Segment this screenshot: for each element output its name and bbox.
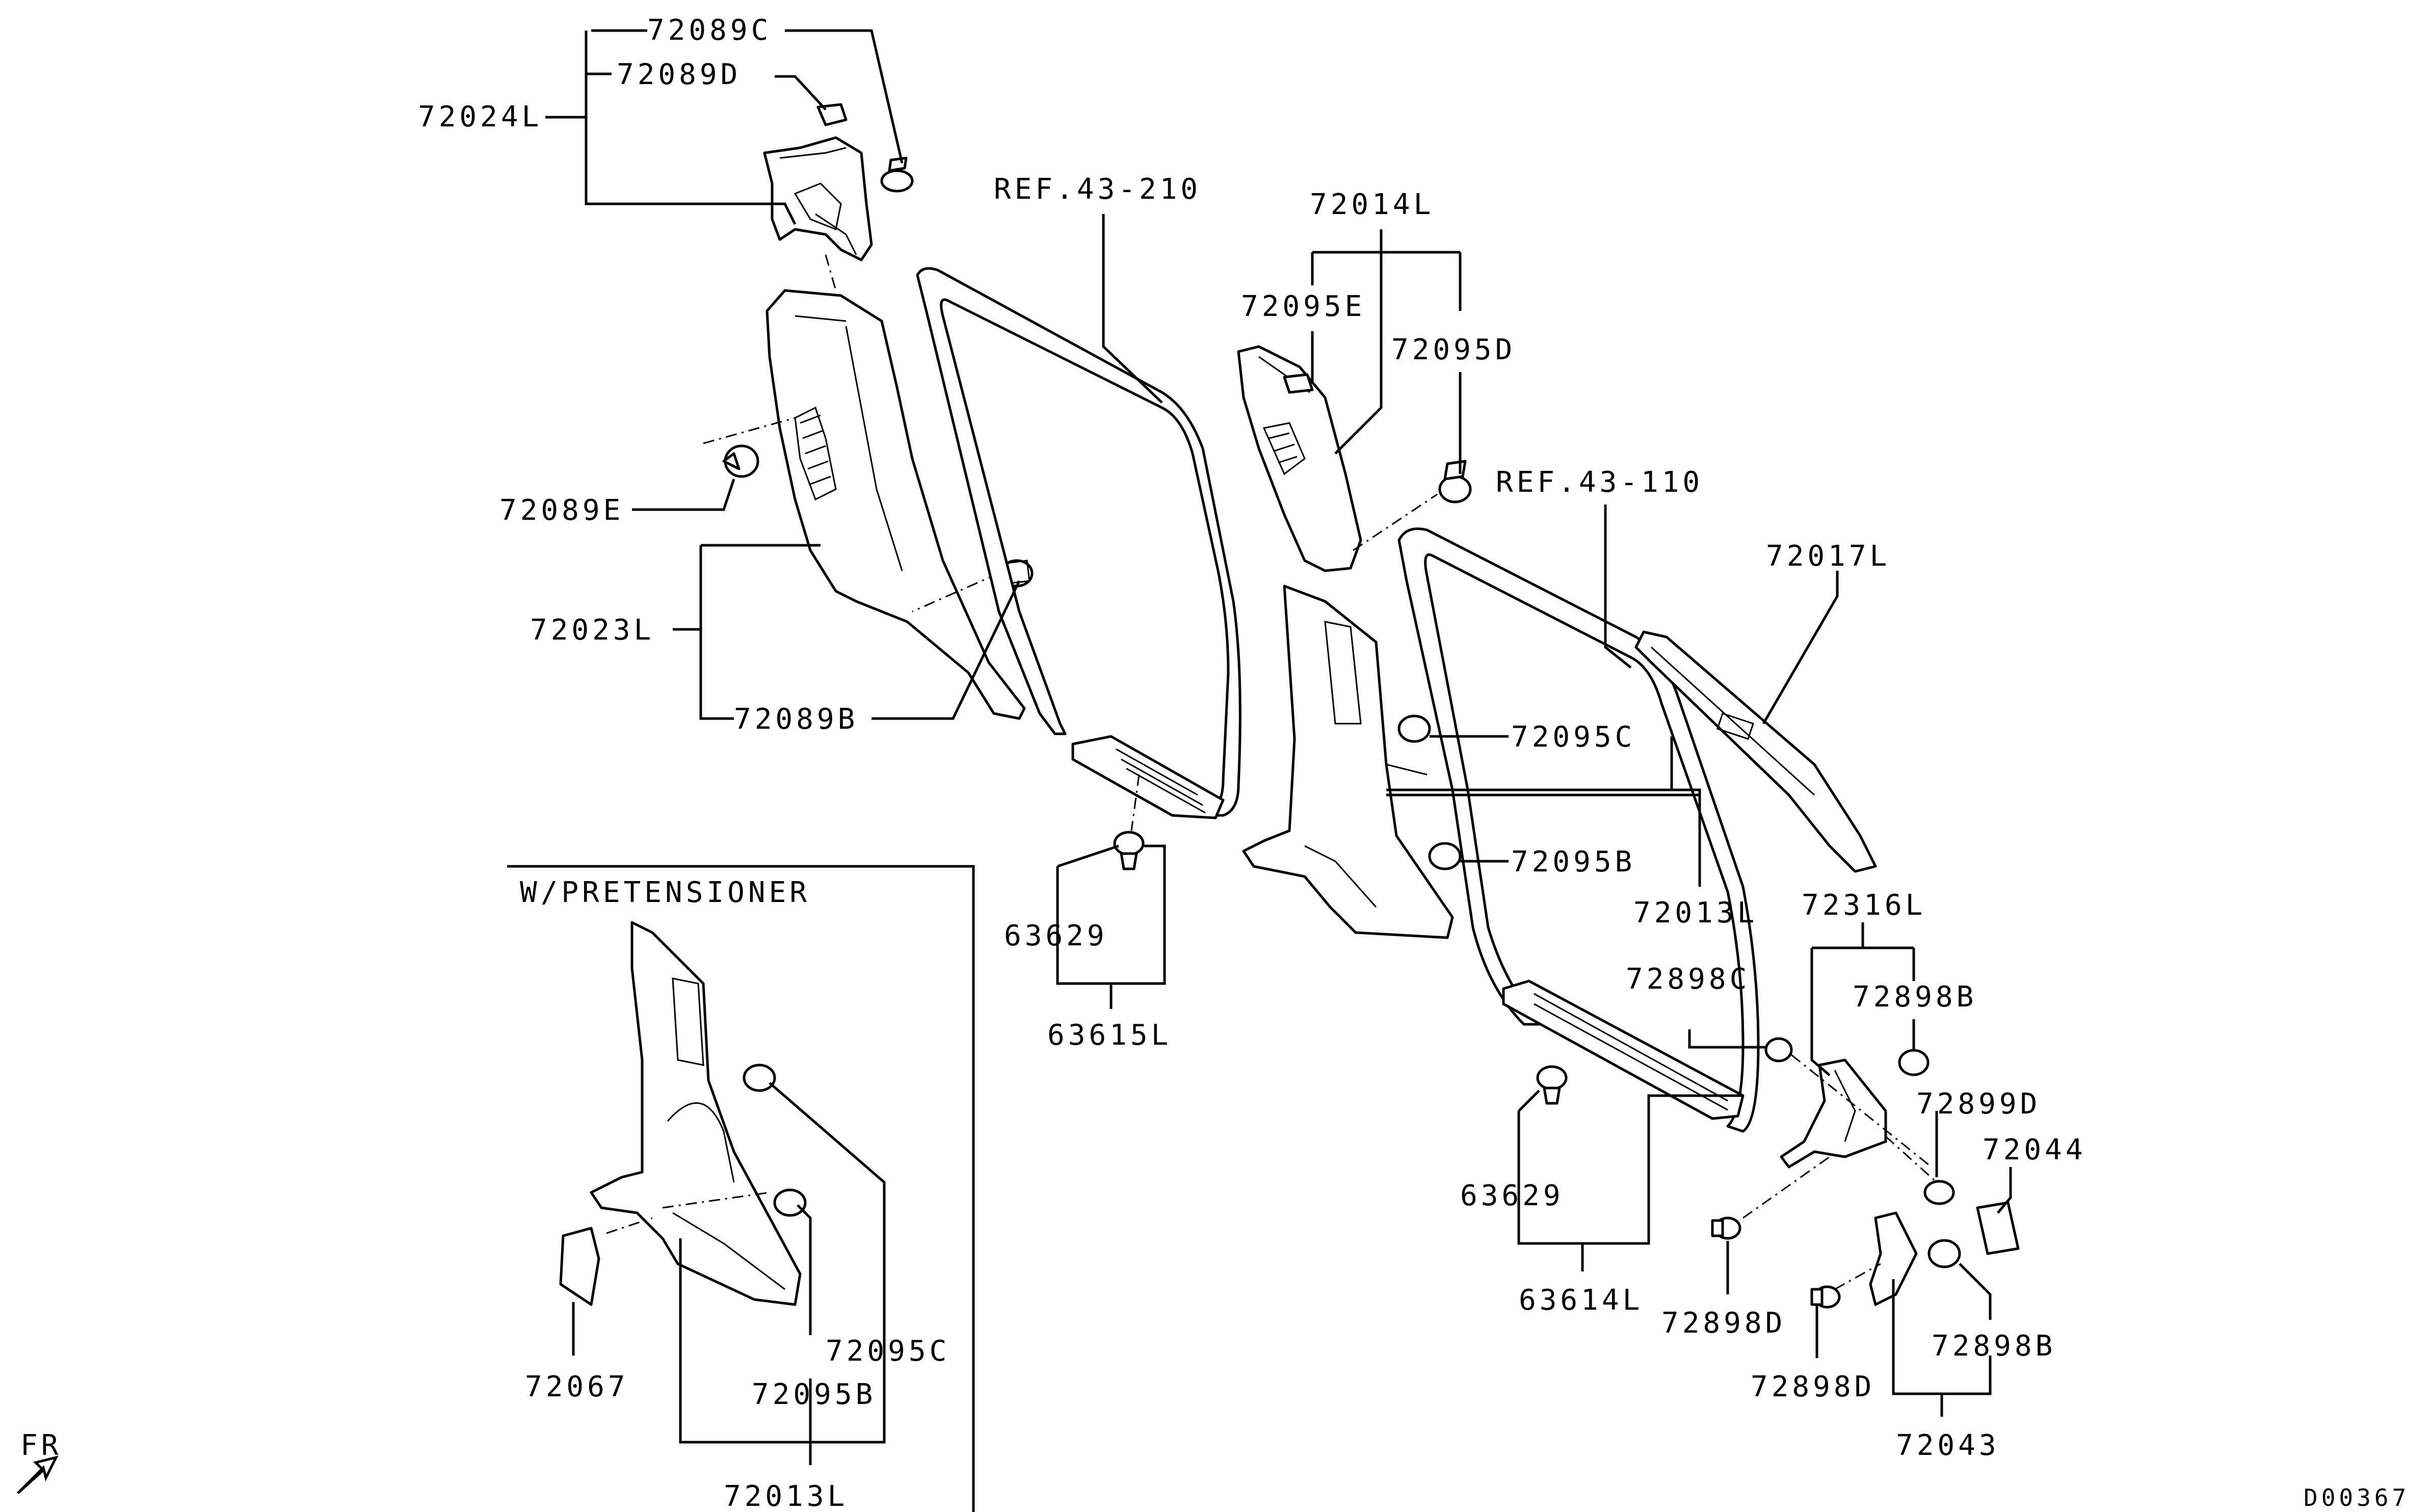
direction-label: FR [20, 1429, 62, 1462]
clip-72089E[interactable] [722, 444, 759, 478]
label-72089D[interactable]: 72089D [617, 58, 741, 91]
label-72017L[interactable]: 72017L [1766, 540, 1890, 573]
clip-72095C[interactable] [1397, 714, 1431, 743]
label-72024L[interactable]: 72024L [418, 100, 542, 134]
inset-part-72013L[interactable] [590, 921, 802, 1306]
clip-72095D[interactable] [1438, 460, 1472, 503]
label-72013L[interactable]: 72013L [1633, 896, 1758, 930]
diagram-id: D00367 [2304, 1484, 2410, 1511]
scuff-plate-63614L[interactable] [1502, 979, 1745, 1120]
label-72898C[interactable]: 72898C [1626, 963, 1750, 996]
label-inset-72067[interactable]: 72067 [525, 1370, 629, 1403]
label-72043[interactable]: 72043 [1896, 1429, 2000, 1462]
inset-clip-72095B[interactable] [773, 1188, 807, 1217]
part-72023L-quarter-trim[interactable] [765, 289, 1026, 720]
label-ref-43-110[interactable]: REF.43-110 [1496, 466, 1703, 499]
label-72044[interactable]: 72044 [1983, 1133, 2086, 1166]
leader-lines [17, 29, 2012, 1494]
part-72043-anchor[interactable] [1869, 1211, 1918, 1306]
part-72013L-lower-b-pillar[interactable] [1242, 585, 1454, 939]
label-72898B-lower[interactable]: 72898B [1932, 1330, 2056, 1363]
part-72044-plate[interactable] [1976, 1201, 2020, 1255]
part-72024L-upper-trim[interactable] [763, 136, 873, 261]
label-72898D-upper[interactable]: 72898D [1661, 1307, 1786, 1340]
inset-title: W/PRETENSIONER [520, 876, 810, 909]
inset-frame [507, 865, 975, 1512]
label-63615L[interactable]: 63615L [1047, 1019, 1172, 1052]
label-72089E[interactable]: 72089E [499, 494, 624, 527]
label-72899D[interactable]: 72899D [1916, 1087, 2041, 1121]
part-72316L-bracket[interactable] [1780, 1058, 1887, 1169]
label-72095D[interactable]: 72095D [1391, 333, 1516, 366]
clip-72095B[interactable] [1428, 842, 1462, 870]
label-inset-72095C[interactable]: 72095C [826, 1335, 950, 1368]
scuff-plate-63615L[interactable] [1071, 735, 1225, 819]
label-72316L[interactable]: 72316L [1802, 889, 1926, 922]
label-72089B[interactable]: 72089B [734, 703, 858, 736]
clip-72089C[interactable] [880, 156, 914, 193]
inset-cover-72067[interactable] [559, 1227, 600, 1306]
clip-72095E[interactable] [1283, 373, 1314, 394]
label-inset-72095B[interactable]: 72095B [752, 1378, 876, 1411]
inset-clip-72095C[interactable] [743, 1064, 776, 1092]
label-72095C[interactable]: 72095C [1511, 721, 1635, 754]
weatherstrip-ref-43-210[interactable] [916, 267, 1242, 817]
label-72014L[interactable]: 72014L [1310, 188, 1434, 221]
clip-72898D-lower[interactable] [1810, 1285, 1841, 1309]
clip-63629-upper[interactable] [1113, 831, 1145, 870]
nut-72899D[interactable] [1923, 1180, 1955, 1205]
clip-72898B-upper[interactable] [1898, 1049, 1930, 1076]
label-72898B-upper[interactable]: 72898B [1853, 980, 1977, 1014]
label-63614L[interactable]: 63614L [1519, 1284, 1643, 1317]
label-ref-43-210[interactable]: REF.43-210 [994, 173, 1201, 206]
label-72095E[interactable]: 72095E [1241, 290, 1365, 323]
direction-arrow-icon [17, 1455, 59, 1494]
label-72089C[interactable]: 72089C [647, 14, 772, 47]
label-72023L[interactable]: 72023L [530, 614, 654, 647]
clip-63629-lower[interactable] [1536, 1065, 1568, 1105]
part-labels: 72089C 72089D 72024L 72089E 72023L 72089… [20, 14, 2410, 1512]
label-63629-upper[interactable]: 63629 [1004, 919, 1108, 952]
label-63629-lower[interactable]: 63629 [1460, 1179, 1564, 1212]
label-72898D-lower[interactable]: 72898D [1751, 1370, 1875, 1403]
clip-72898B-lower[interactable] [1927, 1239, 1961, 1268]
label-inset-72013L[interactable]: 72013L [724, 1480, 848, 1512]
label-72095B[interactable]: 72095B [1511, 845, 1635, 879]
clip-72898C[interactable] [1764, 1037, 1793, 1063]
clip-72898D-upper[interactable] [1711, 1216, 1741, 1240]
